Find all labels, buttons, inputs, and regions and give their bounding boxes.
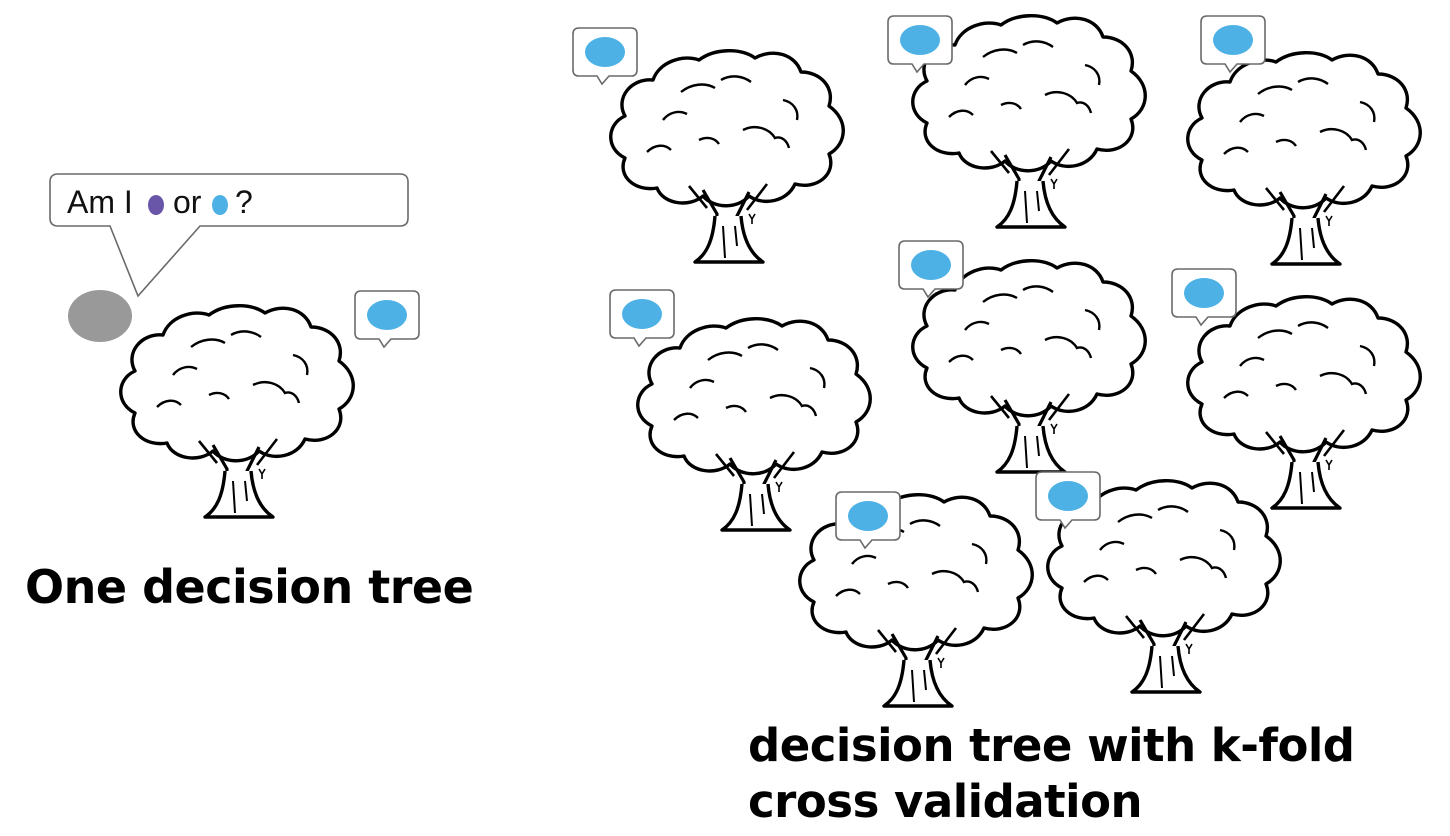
tree-item <box>898 240 1147 474</box>
speech-bubble-icon <box>572 27 638 85</box>
speech-bubble-icon <box>887 15 953 73</box>
right-panel-title-line-1: decision tree with k-fold <box>748 719 1355 772</box>
tree-icon <box>798 493 1034 708</box>
speech-bubble-icon <box>1035 471 1101 529</box>
question-text-prefix: Am I <box>67 184 133 220</box>
tree-item <box>1186 15 1422 266</box>
tree-icon <box>911 259 1147 474</box>
right-panel <box>572 14 1422 708</box>
option-a-dot <box>148 195 164 215</box>
speech-bubble-icon <box>1171 268 1237 326</box>
right-panel-title-line-2: cross validation <box>748 775 1143 828</box>
tree-item <box>1035 471 1282 694</box>
option-b-dot <box>212 195 228 215</box>
tree-icon <box>1186 295 1422 510</box>
question-speech-bubble: Am I or ? <box>49 173 409 298</box>
tree-item <box>572 27 845 264</box>
tree-item <box>609 289 872 532</box>
speech-bubble-icon <box>1200 15 1266 73</box>
tree-icon <box>1186 51 1422 266</box>
tree-icon <box>609 49 845 264</box>
question-text-suffix: ? <box>235 184 253 220</box>
question-text-or: or <box>173 184 202 220</box>
tree-item <box>798 491 1034 708</box>
right-panel-title: decision tree with k-fold cross validati… <box>748 718 1388 830</box>
sample-point <box>68 290 132 342</box>
left-panel-title: One decision tree <box>25 560 474 614</box>
speech-bubble-icon <box>354 290 420 348</box>
tree-item <box>887 14 1147 229</box>
speech-bubble-icon <box>898 240 964 298</box>
speech-bubble-icon <box>609 289 675 347</box>
speech-bubble-icon <box>835 491 901 549</box>
tree-icon <box>119 304 355 519</box>
left-panel: Am I or ? <box>49 173 420 519</box>
tree-item <box>1171 268 1422 510</box>
